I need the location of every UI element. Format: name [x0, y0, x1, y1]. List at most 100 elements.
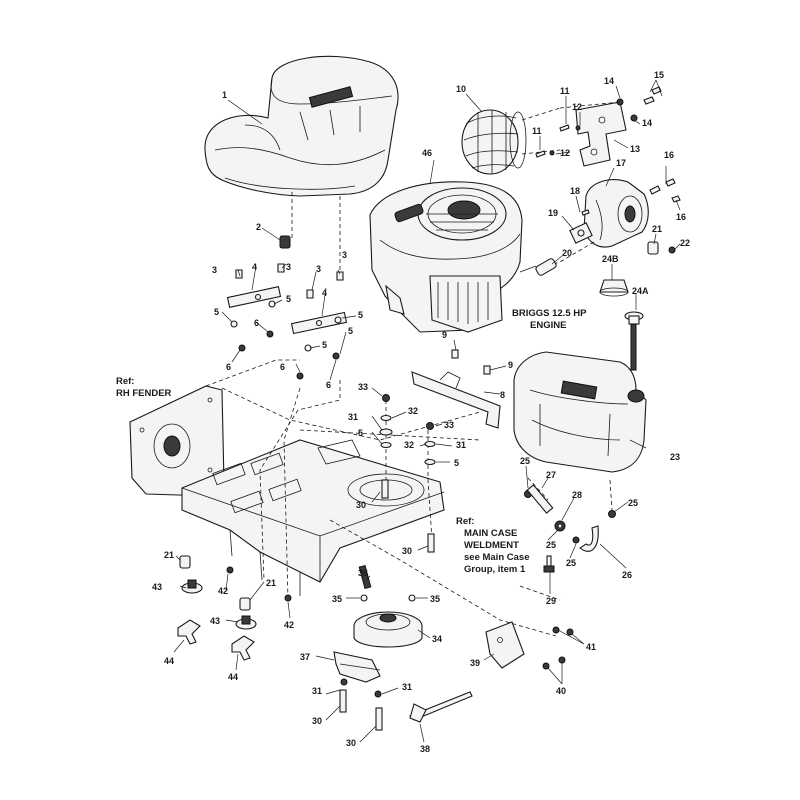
- callout-21: 21: [266, 578, 276, 588]
- fuel-cap-part: [599, 279, 644, 371]
- callout-31: 31: [348, 412, 358, 422]
- callout-12: 12: [572, 102, 582, 112]
- callout-5: 5: [454, 458, 459, 468]
- callout-16: 16: [664, 150, 674, 160]
- callout-30: 30: [356, 500, 366, 510]
- fender-note-line2: RH FENDER: [116, 388, 172, 399]
- seat-hardware: [226, 235, 348, 380]
- callout-24b: 24B: [602, 254, 619, 264]
- callout-20: 20: [562, 248, 572, 258]
- callout-9: 9: [508, 360, 513, 370]
- callout-6: 6: [280, 362, 285, 372]
- callout-43: 43: [210, 616, 220, 626]
- callout-38: 38: [420, 744, 430, 754]
- callout-41: 41: [586, 642, 596, 652]
- callout-22: 22: [680, 238, 690, 248]
- callout-4: 4: [322, 288, 327, 298]
- callout-29: 29: [546, 596, 556, 606]
- callout-44: 44: [228, 672, 238, 682]
- callout-42: 42: [218, 586, 228, 596]
- callout-32: 32: [404, 440, 414, 450]
- fuel-fitting-part: [519, 258, 557, 276]
- callout-labels: 1 2 3 3 3 3 4 4 5 5 5 5 5 5 5 6 6 6 6 8 …: [152, 70, 690, 754]
- fuel-tank-part: [513, 351, 647, 473]
- callout-25: 25: [566, 558, 576, 568]
- callout-16: 16: [676, 212, 686, 222]
- callout-25: 25: [628, 498, 638, 508]
- callout-6: 6: [226, 362, 231, 372]
- callout-15: 15: [654, 70, 664, 80]
- fuel-line-hardware: [524, 484, 616, 573]
- engine-note-line1: BRIGGS 12.5 HP: [512, 308, 587, 319]
- callout-3: 3: [316, 264, 321, 274]
- reference-notes: BRIGGS 12.5 HP ENGINE Ref: RH FENDER Ref…: [116, 308, 587, 575]
- callout-5: 5: [322, 340, 327, 350]
- callout-35: 35: [332, 594, 342, 604]
- callout-31: 31: [312, 686, 322, 696]
- weld-note-line1: Ref:: [456, 516, 474, 527]
- leader-lines: [173, 79, 681, 743]
- callout-24a: 24A: [632, 286, 649, 296]
- callout-6: 6: [254, 318, 259, 328]
- lower-bracket-part: [333, 651, 383, 731]
- brake-bracket-part: [409, 621, 574, 723]
- rh-fender-part: [129, 385, 225, 497]
- callout-4: 4: [252, 262, 257, 272]
- callout-26: 26: [622, 570, 632, 580]
- callout-14: 14: [604, 76, 614, 86]
- callout-5: 5: [286, 294, 291, 304]
- callout-17: 17: [616, 158, 626, 168]
- callout-33: 33: [444, 420, 454, 430]
- callout-18: 18: [570, 186, 580, 196]
- callout-28: 28: [572, 490, 582, 500]
- mounting-bracket-part: [535, 86, 662, 167]
- fender-note-line1: Ref:: [116, 376, 134, 387]
- callout-36: 36: [358, 568, 368, 578]
- callout-5: 5: [358, 310, 363, 320]
- callout-31: 31: [456, 440, 466, 450]
- callout-32: 32: [408, 406, 418, 416]
- callout-43: 43: [152, 582, 162, 592]
- callout-14: 14: [642, 118, 652, 128]
- callout-31: 31: [402, 682, 412, 692]
- callout-30: 30: [346, 738, 356, 748]
- weld-note-line4: see Main Case: [464, 552, 529, 563]
- callout-8: 8: [500, 390, 505, 400]
- callout-3: 3: [212, 265, 217, 275]
- callout-23: 23: [670, 452, 680, 462]
- callout-9: 9: [442, 330, 447, 340]
- callout-40: 40: [556, 686, 566, 696]
- main-case-weldment-part: [181, 439, 445, 596]
- callout-35: 35: [430, 594, 440, 604]
- callout-21: 21: [652, 224, 662, 234]
- callout-5: 5: [358, 428, 363, 438]
- callout-19: 19: [548, 208, 558, 218]
- callout-1: 1: [222, 90, 227, 100]
- callout-11: 11: [532, 126, 542, 136]
- center-hardware: [379, 394, 436, 553]
- callout-10: 10: [456, 84, 466, 94]
- callout-25: 25: [546, 540, 556, 550]
- seat-part: [204, 55, 399, 197]
- callout-3: 3: [342, 250, 347, 260]
- callout-39: 39: [470, 658, 480, 668]
- callout-44: 44: [164, 656, 174, 666]
- callout-13: 13: [630, 144, 640, 154]
- engine-screen-part: [461, 109, 527, 175]
- callout-27: 27: [546, 470, 556, 480]
- callout-11: 11: [560, 86, 570, 96]
- engine-note-line2: ENGINE: [530, 320, 566, 331]
- callout-5: 5: [214, 307, 219, 317]
- callout-42: 42: [284, 620, 294, 630]
- callout-30: 30: [312, 716, 322, 726]
- callout-5: 5: [348, 326, 353, 336]
- support-bracket-part: [411, 349, 501, 429]
- pulley-part: [353, 564, 423, 648]
- muffler-part: [569, 178, 681, 255]
- callout-46: 46: [422, 148, 432, 158]
- callout-25: 25: [520, 456, 530, 466]
- callout-34: 34: [432, 634, 442, 644]
- callout-21: 21: [164, 550, 174, 560]
- weld-note-line2: MAIN CASE: [464, 528, 517, 539]
